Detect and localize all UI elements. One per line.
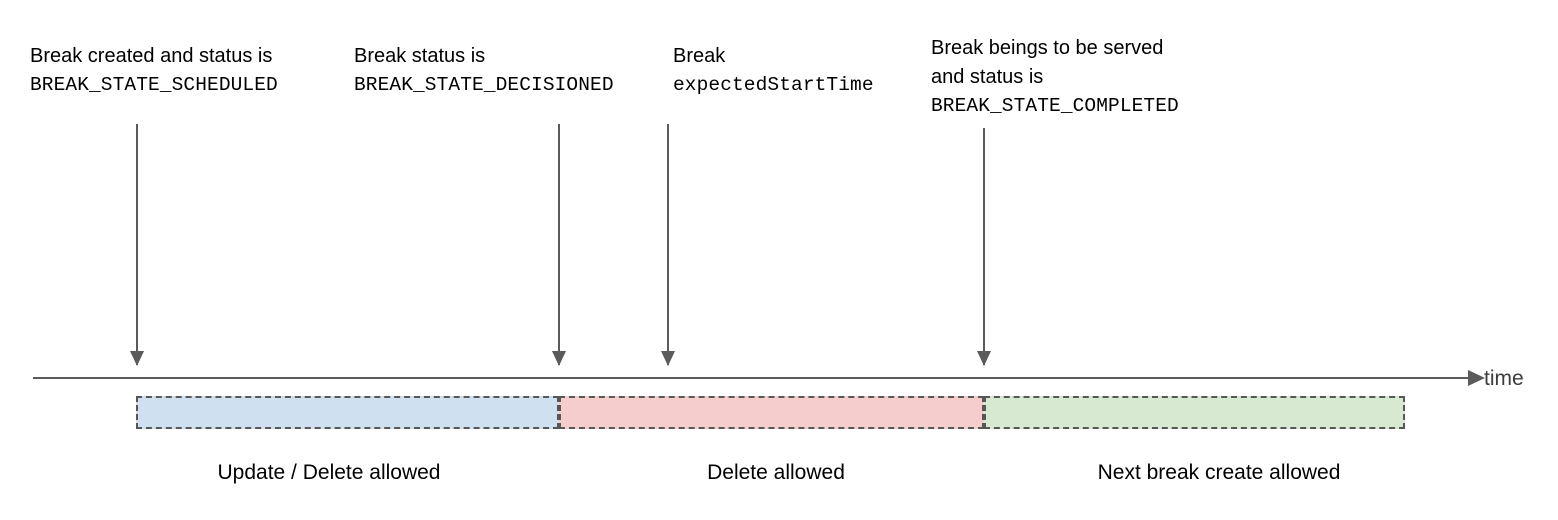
- arrow-down-icon: [552, 351, 566, 366]
- arrow-shaft: [983, 128, 985, 365]
- phase-caption-delete-only: Delete allowed: [707, 461, 845, 484]
- phase-caption-next-break-create: Next break create allowed: [1097, 461, 1341, 484]
- event-arrow-scheduled: [129, 124, 145, 366]
- time-axis-line: [33, 377, 1468, 379]
- arrow-shaft: [558, 124, 560, 365]
- event-label-text-line: Break status is: [354, 45, 486, 67]
- event-label-text-line: and status is: [931, 66, 1044, 88]
- phase-bar-update-delete: [136, 396, 559, 429]
- arrow-down-icon: [130, 351, 144, 366]
- time-axis-label: time: [1484, 367, 1524, 390]
- arrow-down-icon: [661, 351, 675, 366]
- event-arrow-completed: [976, 128, 992, 366]
- phase-bar-delete-only: [559, 396, 984, 429]
- event-label-code-line: BREAK_STATE_COMPLETED: [931, 95, 1179, 117]
- event-label-text-line: Break created and status is: [30, 45, 273, 67]
- event-label-code-line: expectedStartTime: [673, 74, 874, 96]
- event-label-text-line: Break beings to be served: [931, 37, 1164, 59]
- event-label-completed: Break beings to be served and status is BR…: [931, 34, 1179, 121]
- event-label-code-line: BREAK_STATE_DECISIONED: [354, 74, 614, 96]
- phase-bar-next-break-create: [984, 396, 1405, 429]
- event-label-expected-start-time: Break expectedStartTime: [673, 42, 874, 100]
- event-label-scheduled: Break created and status is BREAK_STATE_S…: [30, 42, 278, 100]
- arrow-right-icon: [1468, 370, 1485, 386]
- event-label-text-line: Break: [673, 45, 726, 67]
- event-arrow-decisioned: [551, 124, 567, 366]
- arrow-down-icon: [977, 351, 991, 366]
- event-label-decisioned: Break status is BREAK_STATE_DECISIONED: [354, 42, 614, 100]
- phase-caption-update-delete: Update / Delete allowed: [217, 461, 441, 484]
- event-arrow-expected-start-time: [660, 124, 676, 366]
- arrow-shaft: [136, 124, 138, 365]
- arrow-shaft: [667, 124, 669, 365]
- event-label-code-line: BREAK_STATE_SCHEDULED: [30, 74, 278, 96]
